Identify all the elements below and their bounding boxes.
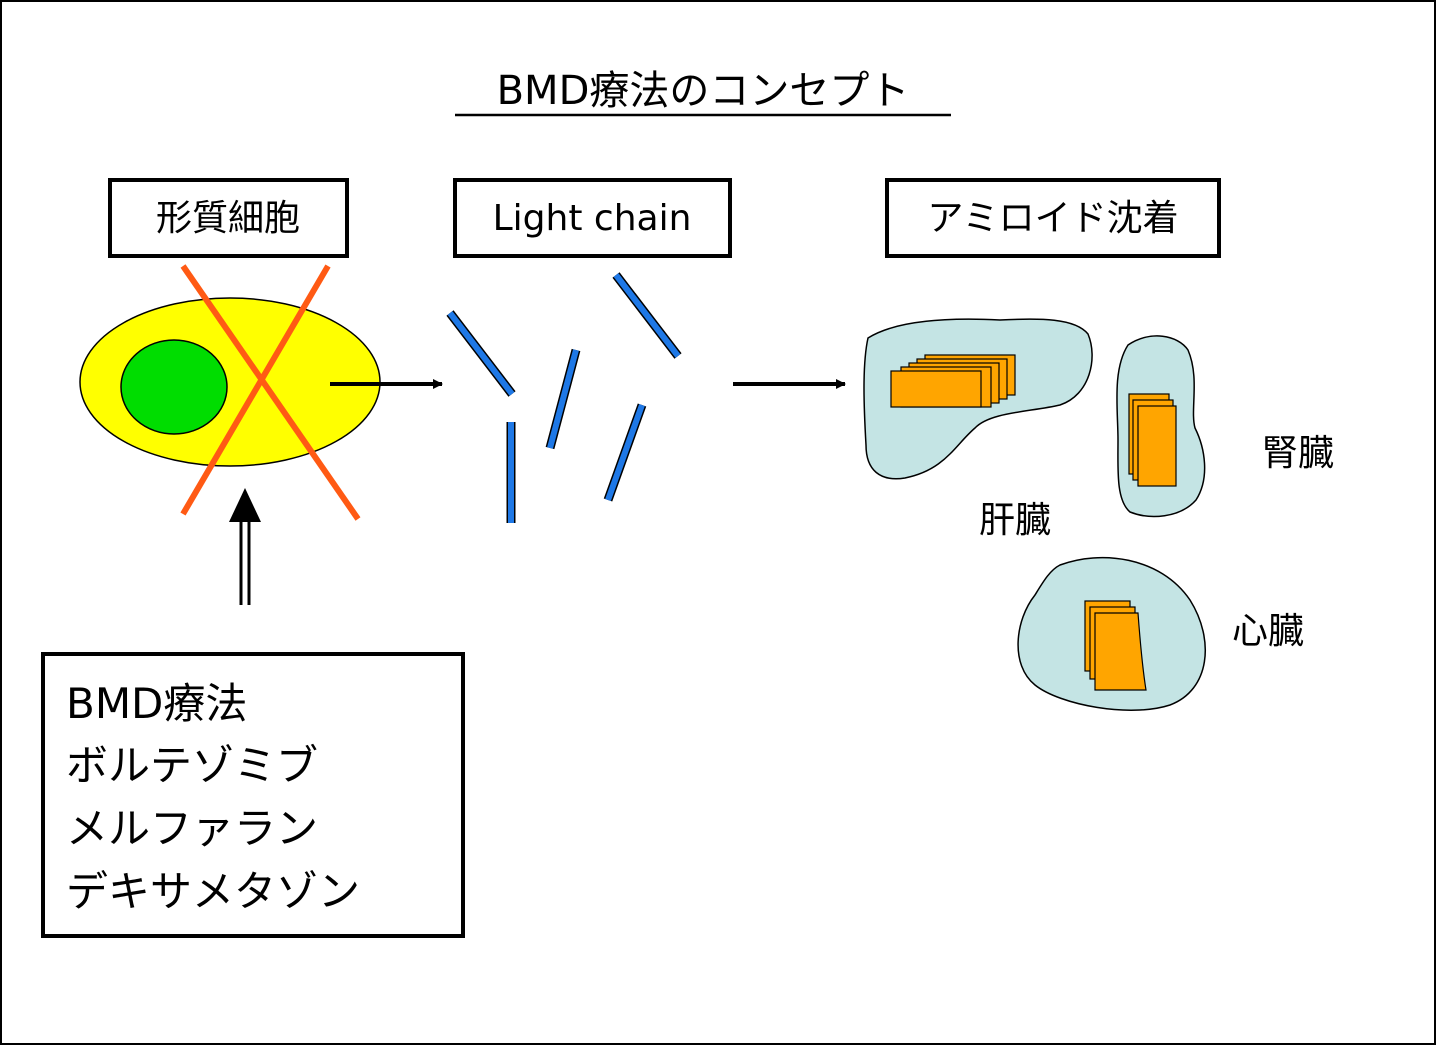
heart-label: 心臓 <box>1232 611 1304 652</box>
therapy-line-3: メルファラン <box>66 804 318 853</box>
light-chain-fragments <box>446 272 682 523</box>
heart-organ <box>1017 556 1207 711</box>
heart-amyloid-stack <box>1084 600 1147 691</box>
liver-label: 肝臓 <box>979 500 1051 541</box>
liver-amyloid-stack <box>890 354 1016 408</box>
plasma-cell <box>79 264 381 521</box>
liver-organ <box>863 318 1093 480</box>
cross-mark-line <box>180 264 361 521</box>
kidney-amyloid-stack <box>1128 393 1177 487</box>
page-title: BMD療法のコンセプト <box>497 68 910 114</box>
svg-text:アミロイド沈着: アミロイド沈着 <box>927 198 1178 239</box>
kidney-label: 腎臓 <box>1262 433 1334 474</box>
cross-mark-line <box>180 264 331 516</box>
light-chain-label: Light chain <box>453 178 732 258</box>
cell-nucleus <box>120 339 228 435</box>
plasma-cell-label: 形質細胞 <box>108 178 349 258</box>
svg-text:Light chain: Light chain <box>493 198 692 239</box>
therapy-line-1: BMD療法 <box>66 679 247 728</box>
therapy-line-4: デキサメタゾン <box>66 867 360 916</box>
amyloid-label: アミロイド沈着 <box>885 178 1221 258</box>
therapy-line-2: ボルテゾミブ <box>66 741 318 790</box>
svg-text:形質細胞: 形質細胞 <box>156 198 300 239</box>
therapy-arrow <box>229 488 261 605</box>
therapy-box: BMD療法 ボルテゾミブ メルファラン デキサメタゾン <box>41 652 465 938</box>
kidney-organ <box>1116 335 1206 518</box>
